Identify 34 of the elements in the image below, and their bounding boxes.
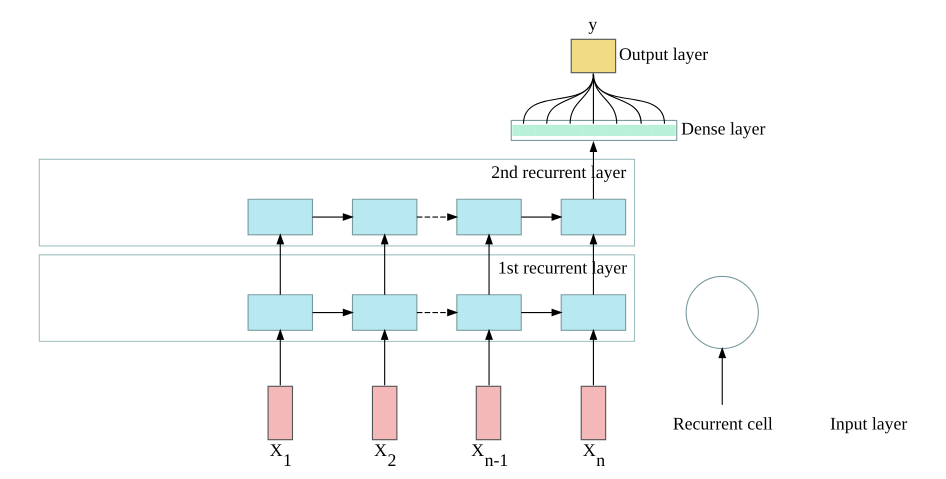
arrow [416, 213, 458, 221]
node-box [247, 294, 313, 331]
arrow [276, 328, 284, 386]
label: Input layer [829, 413, 907, 434]
node-box [351, 198, 417, 236]
arrow [380, 233, 388, 295]
arrow [718, 347, 726, 405]
arrow [589, 140, 597, 200]
arrow [484, 328, 492, 386]
connector [569, 74, 594, 124]
node-text: Recurrent cell [672, 413, 772, 434]
connector [546, 74, 594, 124]
node-box [560, 294, 626, 331]
arrow [589, 328, 597, 386]
node-box [456, 198, 522, 236]
connector [522, 74, 594, 124]
arrow [589, 233, 597, 295]
arrow [520, 213, 562, 221]
arrow [312, 308, 354, 316]
node-circle [685, 276, 758, 350]
arrow [276, 233, 284, 295]
node-box [560, 198, 626, 236]
arrow [380, 328, 388, 386]
arrow [416, 308, 458, 316]
node-label: Dense layer [680, 118, 765, 139]
arrow [312, 213, 354, 221]
node-label: Output layer [618, 44, 708, 64]
node-box [351, 294, 417, 331]
node-label: y [588, 14, 597, 34]
arrow [484, 233, 492, 295]
connector [592, 74, 665, 124]
arrow [520, 308, 562, 316]
node-box [247, 198, 313, 236]
node-box [456, 294, 522, 331]
